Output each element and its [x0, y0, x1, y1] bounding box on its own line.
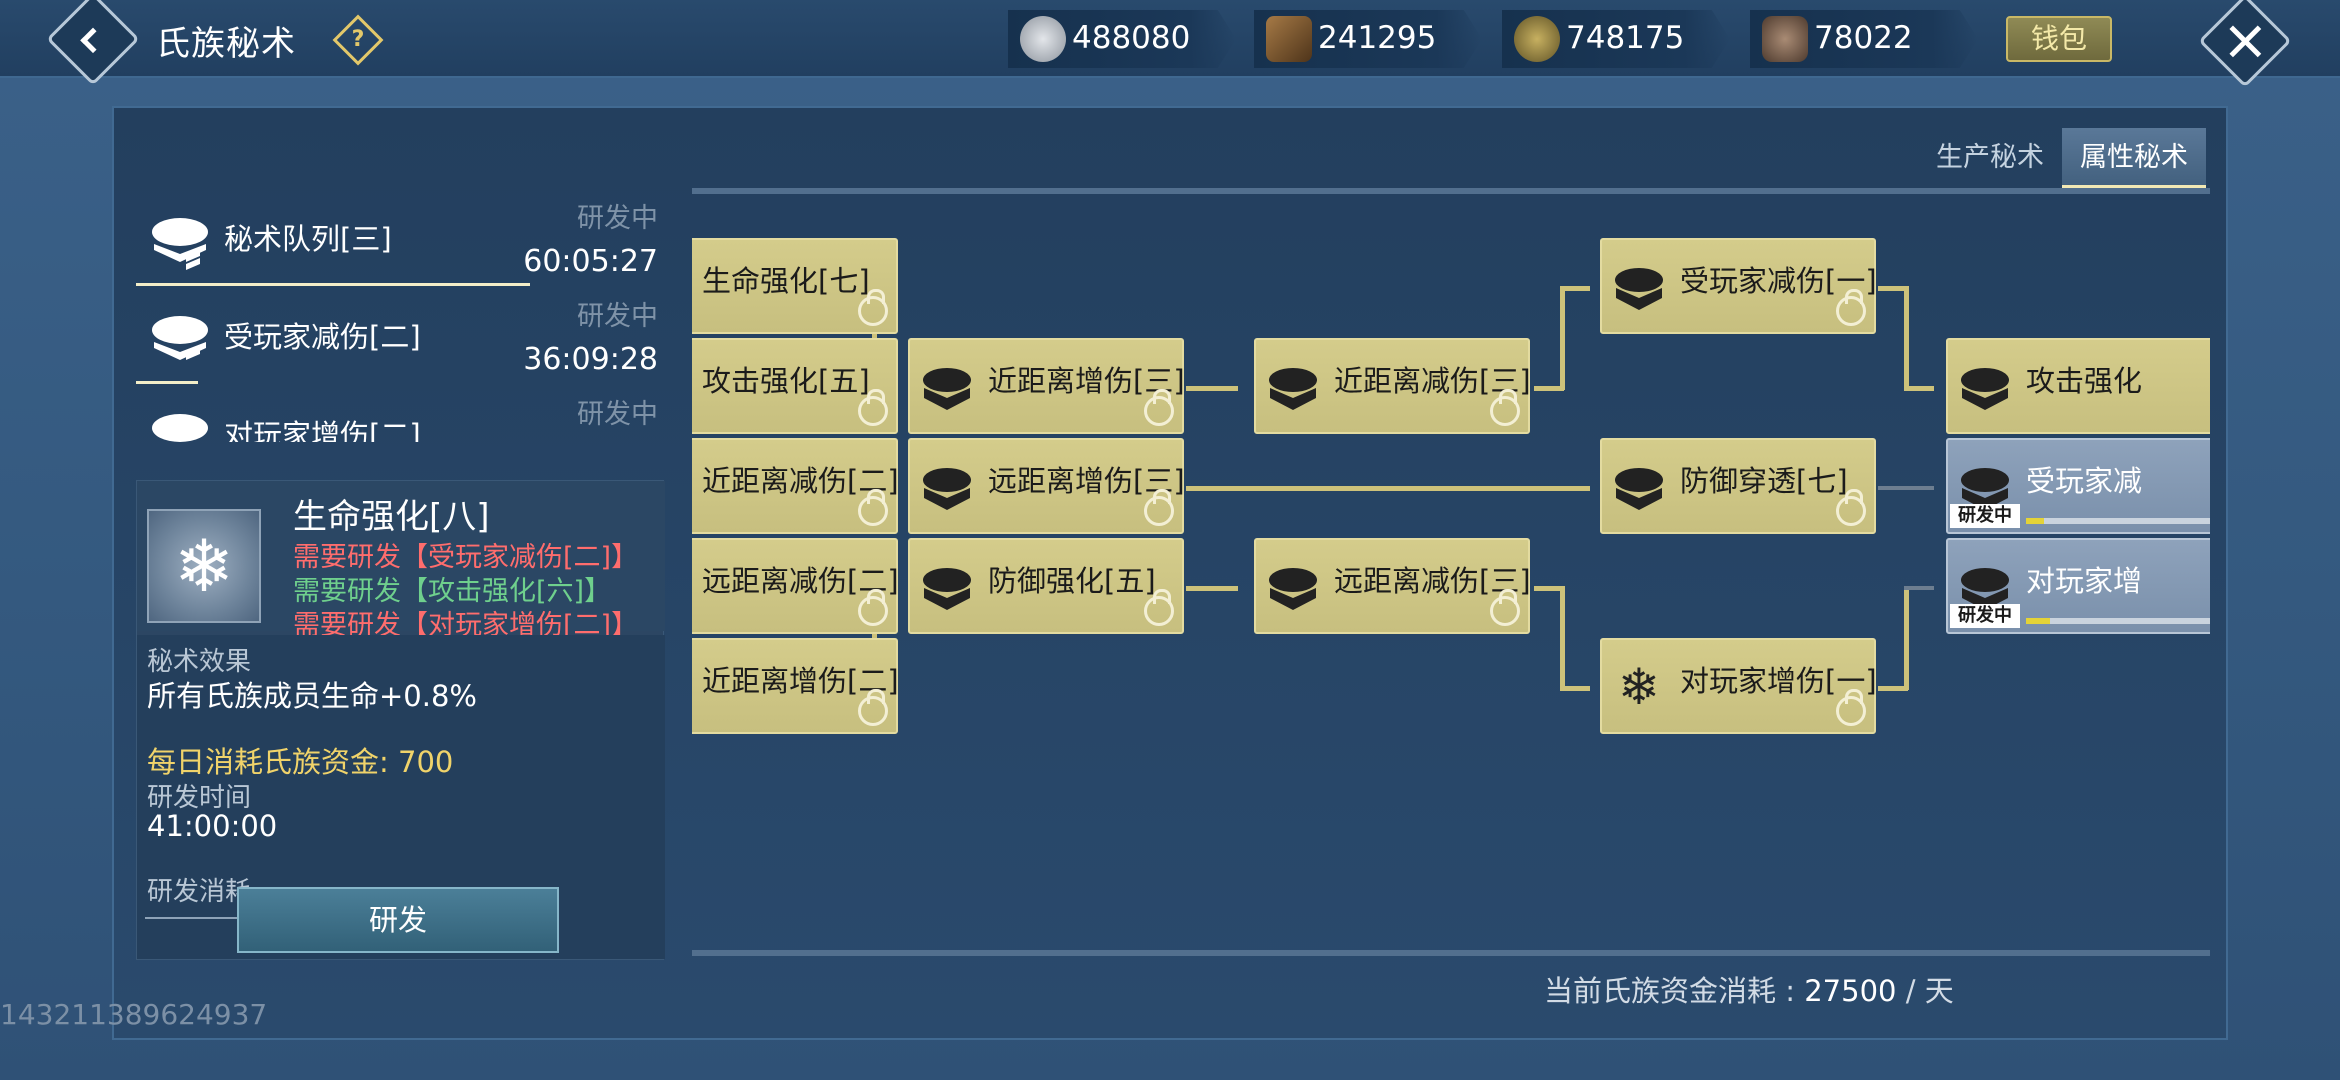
currency-food: 748175 [1502, 10, 1730, 68]
lock-icon [1836, 289, 1866, 326]
lock-icon [858, 689, 888, 726]
queue-item-name: 对玩家增伤[二] [224, 418, 421, 442]
lock-icon [1836, 489, 1866, 526]
back-button[interactable] [46, 0, 140, 86]
scroll-icon [152, 218, 208, 270]
tech-node[interactable]: 防御强化[五] [908, 538, 1184, 634]
scroll-icon [152, 414, 208, 442]
cost-label: 研发消耗 [147, 877, 252, 907]
queue-item[interactable]: 受玩家减伤[二] 研发中 36:09:28 [136, 286, 664, 384]
help-icon[interactable]: ? [332, 14, 384, 66]
food-icon [1514, 16, 1560, 62]
queue-item-status: 研发中 [577, 301, 658, 332]
scroll-icon [152, 316, 208, 360]
tech-node[interactable]: 近距离增伤[三] [908, 338, 1185, 434]
scroll-icon [1961, 368, 2009, 410]
queue-item-name: 受玩家减伤[二] [224, 320, 421, 354]
lock-icon [858, 589, 888, 626]
lock-icon [858, 389, 888, 426]
progress-bar [2026, 518, 2210, 524]
queue-item-name: 秘术队列[三] [224, 222, 392, 256]
tab-attribute[interactable]: 属性秘术 [2062, 128, 2206, 190]
close-button[interactable] [2198, 0, 2292, 88]
tech-node[interactable]: 生命强化[七] [692, 238, 898, 334]
currency-silver: 488080 [1008, 10, 1236, 68]
detail-card: ❄ 生命强化[八] 需要研发【受玩家减伤[二]】 需要研发【攻击强化[六]】 需… [136, 480, 665, 960]
requirement-text: 需要研发【攻击强化[六]】 [293, 576, 612, 607]
lock-icon [1836, 689, 1866, 726]
page-title: 氏族秘术 [156, 24, 296, 64]
scroll-icon [923, 368, 971, 410]
scroll-icon [1961, 568, 2009, 610]
wallet-button[interactable]: 钱包 [2006, 16, 2112, 62]
tech-node[interactable]: 防御穿透[七] [1600, 438, 1876, 534]
lock-icon [858, 289, 888, 326]
queue-item-status: 研发中 [577, 399, 658, 430]
scroll-icon [1269, 568, 1317, 610]
progress-bar [2026, 618, 2210, 624]
user-id: 143211389624937 [0, 998, 268, 1031]
tech-node[interactable]: ❄ 对玩家增伤[一] [1600, 638, 1877, 734]
research-queue[interactable]: 秘术队列[三] 研发中 60:05:27 受玩家减伤[二] 研发中 36:09:… [136, 188, 664, 442]
effect-value: 所有氏族成员生命+0.8% [147, 679, 477, 713]
tab-bar: 生产秘术 属性秘术 [1918, 128, 2206, 190]
queue-item-time: 36:09:28 [523, 342, 658, 377]
ore-icon [1762, 16, 1808, 62]
tech-node[interactable]: 近距离减伤[三] [1254, 338, 1531, 434]
status-badge: 研发中 [1950, 504, 2020, 528]
chevron-left-icon [80, 27, 106, 54]
tech-node[interactable]: 攻击强化 [1946, 338, 2210, 434]
lock-icon [1144, 589, 1174, 626]
lock-icon [1490, 389, 1520, 426]
tech-node[interactable]: 近距离增伤[二] [692, 638, 899, 734]
tech-node[interactable]: 攻击强化[五] [692, 338, 898, 434]
tech-node-researching[interactable]: 受玩家减 研发中 [1946, 438, 2210, 534]
scroll-icon [923, 568, 971, 610]
silver-icon [1020, 16, 1066, 62]
tech-tree[interactable]: 生命强化[七] 攻击强化[五] 近距离减伤[二] 远距离减伤[二] 近距离增伤[… [692, 192, 2210, 964]
research-button[interactable]: 研发 [237, 887, 559, 953]
lock-icon [1144, 489, 1174, 526]
tech-node-researching[interactable]: 对玩家增 研发中 [1946, 538, 2210, 634]
detail-title: 生命强化[八] [293, 497, 490, 537]
queue-item-time: 60:05:27 [523, 244, 658, 279]
snowflake-icon: ❄ [147, 509, 261, 623]
lock-icon [1490, 589, 1520, 626]
currency-wood: 241295 [1254, 10, 1482, 68]
tab-production[interactable]: 生产秘术 [1936, 142, 2044, 173]
tech-node[interactable]: 受玩家减伤[一] [1600, 238, 1877, 334]
main-panel: 生产秘术 属性秘术 秘术队列[三] 研发中 60:05:27 受玩家减伤[二] … [112, 106, 2228, 1040]
clan-fund-consumption: 当前氏族资金消耗 : 27500 / 天 [1544, 974, 1954, 1008]
queue-progress-bar [136, 283, 530, 286]
scroll-icon [1961, 468, 2009, 510]
scroll-icon [923, 468, 971, 510]
time-label: 研发时间 [147, 783, 252, 813]
time-value: 41:00:00 [147, 809, 278, 843]
queue-item[interactable]: 秘术队列[三] 研发中 60:05:27 [136, 188, 664, 286]
currency-ore: 78022 [1750, 10, 1978, 68]
top-bar: 氏族秘术 ? 488080 241295 748175 78022 钱包 [0, 0, 2340, 88]
lock-icon [858, 489, 888, 526]
queue-item-status: 研发中 [577, 203, 658, 234]
tech-node[interactable]: 远距离减伤[三] [1254, 538, 1531, 634]
tech-node[interactable]: 远距离减伤[二] [692, 538, 899, 634]
scroll-icon [1269, 368, 1317, 410]
effect-label: 秘术效果 [147, 647, 252, 677]
scroll-icon [1615, 268, 1663, 310]
scroll-icon [1615, 468, 1663, 510]
daily-cost: 每日消耗氏族资金: 700 [147, 745, 454, 779]
lock-icon [1144, 389, 1174, 426]
status-badge: 研发中 [1950, 604, 2020, 628]
tech-node[interactable]: 远距离增伤[三] [908, 438, 1185, 534]
wood-icon [1266, 16, 1312, 62]
tab-divider [692, 188, 2210, 194]
queue-item[interactable]: 对玩家增伤[二] 研发中 [136, 384, 664, 442]
tech-node[interactable]: 近距离减伤[二] [692, 438, 899, 534]
requirement-text: 需要研发【受玩家减伤[二]】 [293, 542, 639, 573]
snowflake-icon: ❄ [1618, 658, 1660, 716]
queue-progress-bar [136, 381, 198, 384]
